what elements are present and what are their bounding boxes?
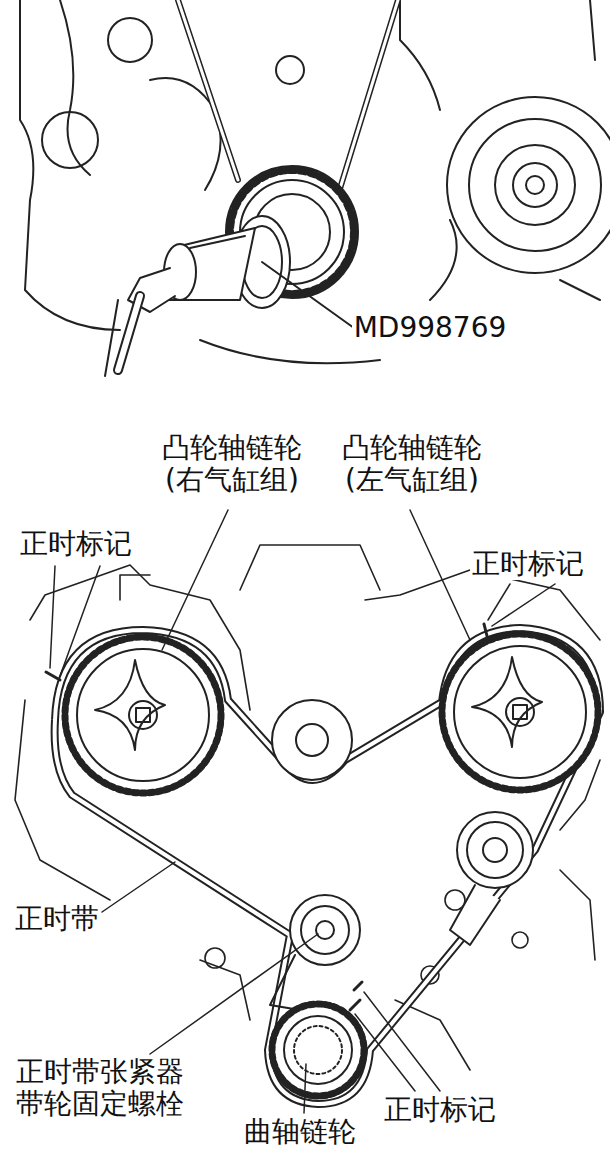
tool-number: MD998769	[352, 312, 509, 344]
part-name: 曲轴链轮	[242, 1116, 358, 1148]
part-name: 正时带张紧器 带轮固定螺栓	[8, 1056, 192, 1120]
leader-line	[262, 262, 354, 328]
timing-mark-label: 正时标记	[18, 528, 134, 560]
part-name: 正时带	[13, 903, 101, 935]
part-name: 凸轮轴链轮 (左气缸组)	[335, 432, 489, 496]
tensioner-pulley	[270, 895, 360, 1010]
leader-lines	[50, 510, 555, 1113]
water-pump-pulley	[272, 700, 352, 780]
timing-mark-label: 正时标记	[382, 1094, 498, 1126]
timing-belt	[55, 628, 600, 1104]
timing-mark-label: 正时标记	[470, 548, 586, 580]
engine-front-outline	[15, 545, 600, 1070]
idler-pulley	[450, 812, 533, 945]
top-pulley	[447, 97, 610, 273]
crank-sprocket	[270, 1002, 366, 1098]
holder-tool	[105, 216, 290, 376]
top-engine-outline	[20, 0, 600, 363]
cam-sprocket-right-bank	[63, 635, 223, 795]
timing-marks	[46, 624, 488, 1010]
cam-sprocket-left-bank	[440, 632, 600, 792]
part-name: 凸轮轴链轮 (右气缸组)	[155, 432, 309, 496]
